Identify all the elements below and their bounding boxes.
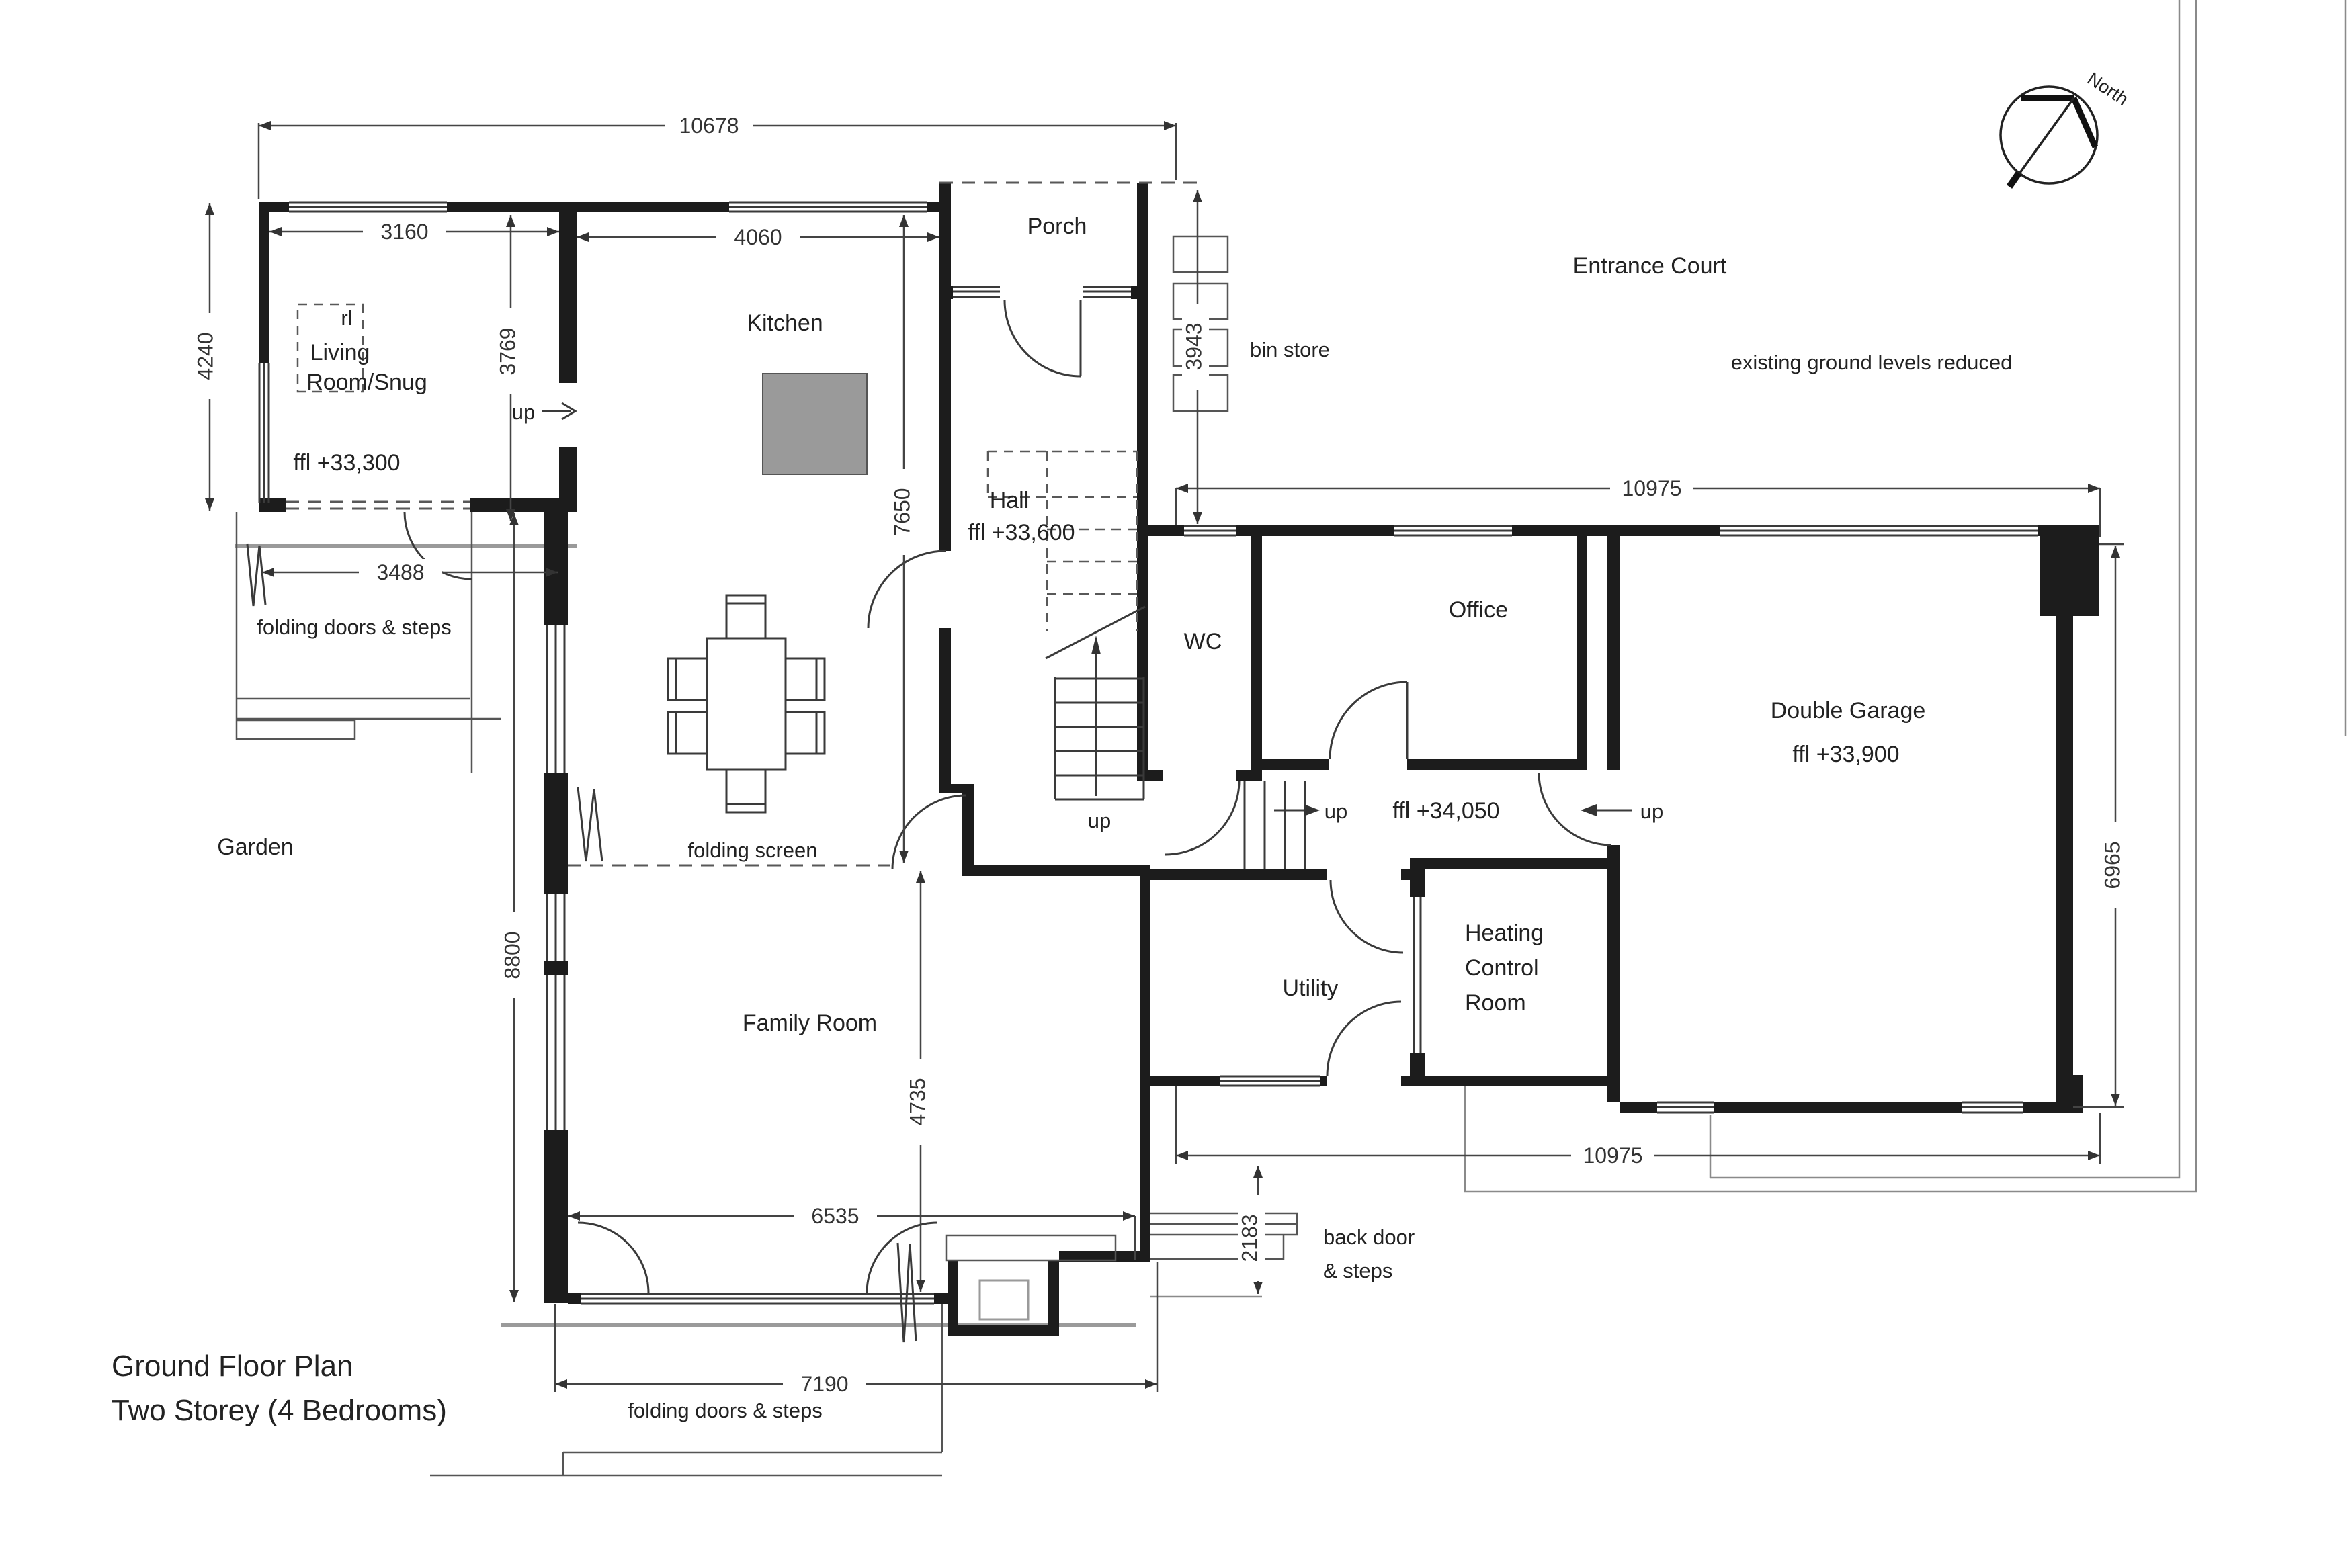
label-back-door-2: & steps — [1323, 1259, 1392, 1282]
windows — [258, 201, 2038, 1305]
label-corridor-ffl: ffl +34,050 — [1392, 798, 1499, 824]
label-kitchen: Kitchen — [747, 310, 823, 336]
up-arrows — [542, 402, 1632, 816]
label-porch: Porch — [1027, 214, 1087, 239]
label-up-corridor-left: up — [1325, 799, 1347, 823]
label-living-1: Living — [310, 340, 370, 365]
dim-family-depth: 8800 — [500, 931, 524, 979]
label-up-stairs: up — [1088, 809, 1111, 832]
north-label: North — [2084, 69, 2132, 110]
dim-top-overall: 10678 — [679, 114, 739, 138]
label-back-door-1: back door — [1323, 1225, 1415, 1249]
label-heating-3: Room — [1465, 990, 1526, 1016]
dim-family-overall: 7190 — [800, 1372, 848, 1396]
dim-family-inner: 4735 — [905, 1078, 929, 1125]
annotation-labels: Garden Entrance Court existing ground le… — [217, 253, 2012, 1422]
label-office: Office — [1449, 597, 1508, 623]
doors — [246, 300, 1612, 1343]
label-utility: Utility — [1282, 975, 1338, 1001]
label-garden: Garden — [217, 834, 293, 860]
label-hall: Hall — [990, 488, 1030, 513]
label-living-ffl: ffl +33,300 — [293, 450, 400, 476]
label-up-corridor-right: up — [1640, 799, 1663, 823]
dim-living-inner: 3769 — [495, 327, 519, 375]
label-hall-ffl: ffl +33,600 — [968, 520, 1075, 546]
dim-back: 2183 — [1237, 1214, 1261, 1262]
chimney-inner — [945, 1234, 1117, 1321]
dim-bin: 3943 — [1181, 322, 1206, 370]
title-line-2: Two Storey (4 Bedrooms) — [112, 1394, 447, 1427]
dimensions: 10678 3160 4060 4240 3769 7650 3488 1097… — [193, 112, 2128, 1397]
dim-garage-depth: 6965 — [2100, 841, 2124, 889]
label-folding-screen: folding screen — [687, 838, 817, 862]
dim-wing-top: 10975 — [1622, 476, 1682, 500]
stairs — [1045, 605, 1306, 869]
label-heating-2: Control — [1465, 955, 1539, 981]
label-bin-store: bin store — [1250, 338, 1330, 361]
dim-living-height: 4240 — [193, 332, 217, 380]
site-boundary-lines — [1150, 0, 2347, 1298]
title-block: Ground Floor Plan Two Storey (4 Bedrooms… — [112, 1350, 447, 1427]
dim-kitchen-width: 4060 — [734, 225, 782, 249]
dim-kitchen-depth: 7650 — [890, 488, 914, 535]
dashed-lines — [286, 181, 1200, 867]
title-line-1: Ground Floor Plan — [112, 1350, 353, 1383]
dim-living-width: 3160 — [380, 220, 428, 244]
dim-living-bottom: 3488 — [376, 560, 424, 584]
label-ground-levels: existing ground levels reduced — [1731, 351, 2013, 374]
label-living-2: Room/Snug — [306, 369, 427, 395]
label-rooflight: rl — [341, 306, 352, 330]
dining-table-and-chairs — [667, 594, 826, 814]
label-folding-doors-1: folding doors & steps — [257, 615, 452, 639]
room-labels: Living Room/Snug rl ffl +33,300 Kitchen … — [293, 214, 1925, 1036]
north-compass: North — [1999, 69, 2132, 189]
dim-wing-bottom: 10975 — [1583, 1143, 1643, 1168]
label-entrance-court: Entrance Court — [1573, 253, 1727, 279]
label-garage-ffl: ffl +33,900 — [1792, 742, 1899, 767]
label-heating-1: Heating — [1465, 920, 1544, 946]
label-family: Family Room — [743, 1010, 877, 1036]
label-up-living: up — [512, 400, 535, 424]
label-garage: Double Garage — [1771, 698, 1926, 724]
furniture — [667, 235, 1229, 1321]
label-wc: WC — [1184, 629, 1222, 654]
dim-family-width: 6535 — [811, 1204, 859, 1228]
kitchen-island — [762, 373, 868, 475]
label-folding-doors-2: folding doors & steps — [628, 1399, 823, 1422]
